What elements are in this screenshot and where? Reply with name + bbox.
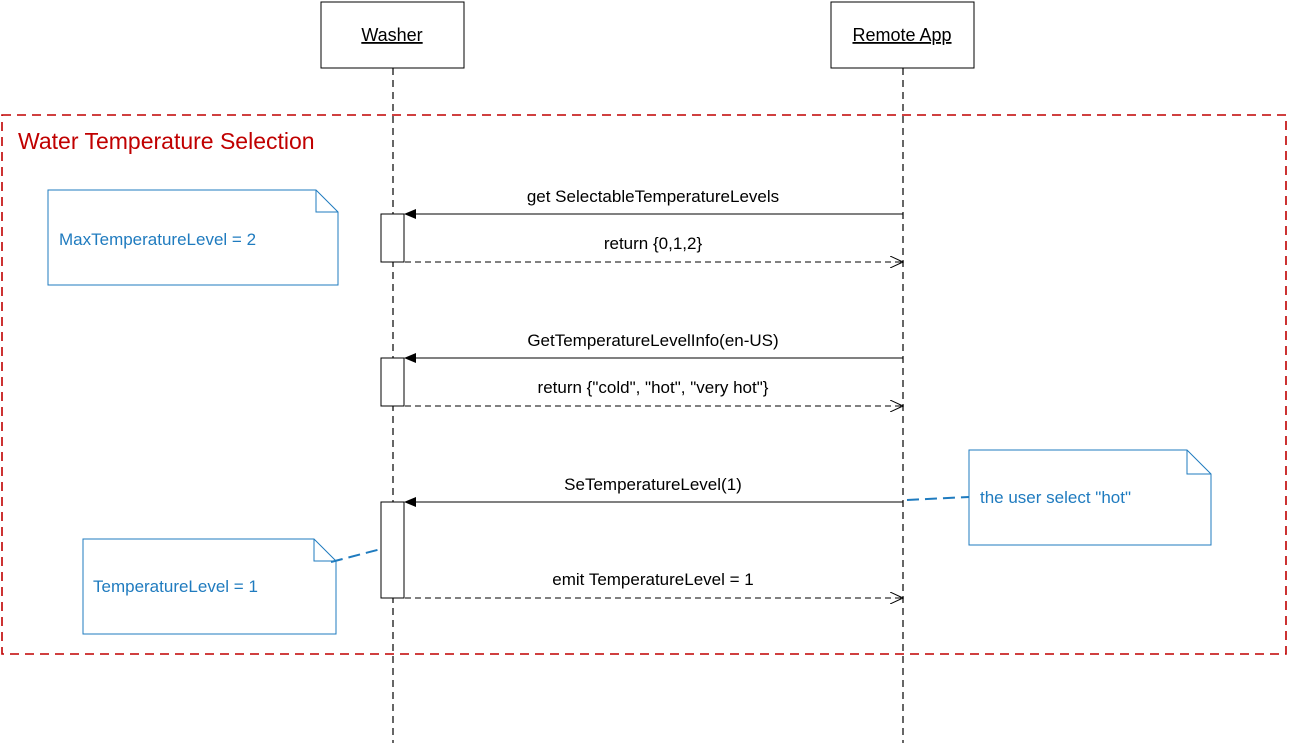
activation-box (380, 501, 405, 599)
message-emit-temperature-level: emit TemperatureLevel = 1 (405, 570, 903, 598)
activation-box (380, 357, 405, 407)
note-max-temperature-level: MaxTemperatureLevel = 2 (47, 189, 339, 286)
note-connector (330, 548, 382, 563)
message-label: SeTemperatureLevel(1) (564, 475, 742, 494)
message-label: return {"cold", "hot", "very hot"} (538, 378, 769, 397)
participant-remote-app-label: Remote App (852, 25, 951, 45)
note-text: TemperatureLevel = 1 (93, 577, 258, 596)
water-temperature-frame (1, 114, 1287, 655)
note-connector (906, 496, 970, 501)
message-label: return {0,1,2} (604, 234, 703, 253)
activation-box (380, 213, 405, 263)
message-label: GetTemperatureLevelInfo(en-US) (527, 331, 778, 350)
participant-washer-label: Washer (361, 25, 422, 45)
note-text: the user select "hot" (980, 488, 1131, 507)
message-get-selectable-levels: get SelectableTemperatureLevels (404, 187, 903, 219)
message-return-levels: return {0,1,2} (405, 234, 903, 262)
message-label: emit TemperatureLevel = 1 (552, 570, 753, 589)
participant-remote-app: Remote App (830, 1, 975, 69)
frame-title: Water Temperature Selection (18, 128, 315, 154)
note-user-select: the user select "hot" (906, 449, 1212, 546)
note-temperature-level: TemperatureLevel = 1 (82, 538, 382, 635)
message-get-level-info: GetTemperatureLevelInfo(en-US) (404, 331, 903, 363)
message-label: get SelectableTemperatureLevels (527, 187, 779, 206)
message-return-level-names: return {"cold", "hot", "very hot"} (405, 378, 903, 406)
message-set-temperature-level: SeTemperatureLevel(1) (404, 475, 903, 507)
note-text: MaxTemperatureLevel = 2 (59, 230, 256, 249)
participant-washer: Washer (320, 1, 465, 69)
